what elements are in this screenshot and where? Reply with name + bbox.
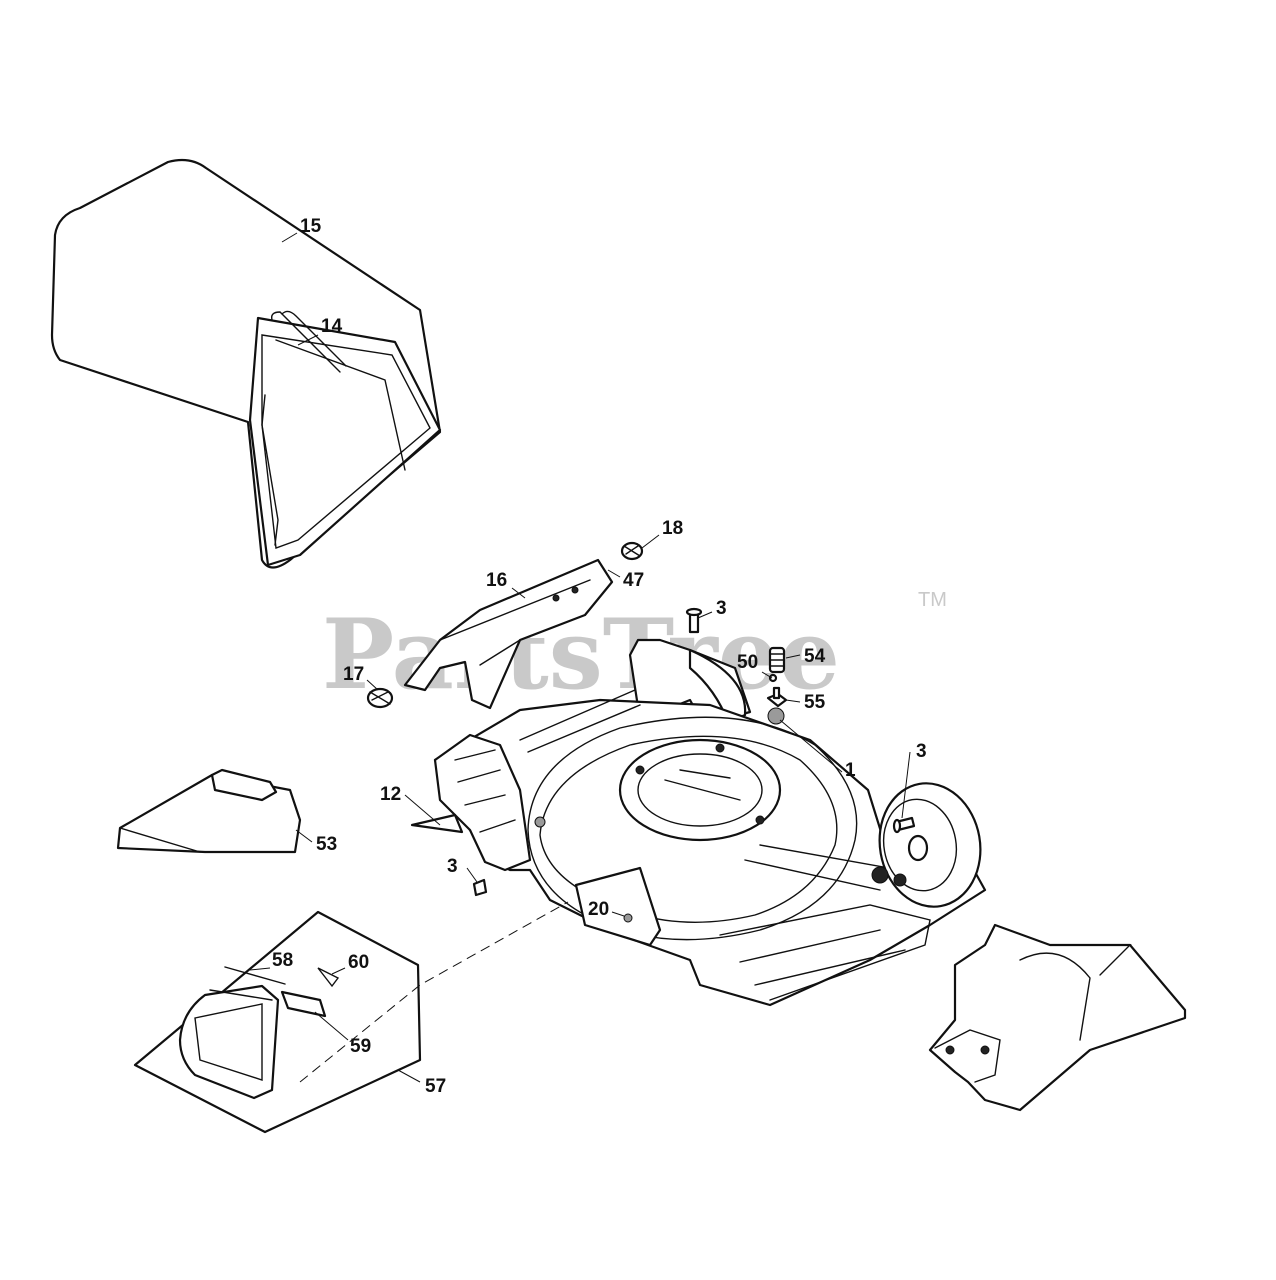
mulch-plug-53 — [116, 768, 302, 854]
spring-18 — [620, 541, 644, 561]
callout-20: 20 — [588, 899, 609, 920]
callout-12: 12 — [380, 784, 401, 805]
leader-lines — [249, 232, 911, 1083]
callout-1: 1 — [845, 760, 856, 781]
callout-16: 16 — [486, 570, 507, 591]
callout-58: 58 — [272, 950, 293, 971]
callout-47: 47 — [623, 570, 644, 591]
height-lever-12 — [410, 813, 464, 834]
label-20 — [623, 913, 633, 923]
callout-3-left: 3 — [447, 856, 458, 877]
side-discharge-chute — [928, 923, 1187, 1112]
callout-60: 60 — [348, 952, 369, 973]
mower-deck-1 — [433, 638, 987, 1007]
callout-57: 57 — [425, 1076, 446, 1097]
callout-18: 18 — [662, 518, 683, 539]
callout-17: 17 — [343, 664, 364, 685]
callout-3-top: 3 — [716, 598, 727, 619]
callout-59: 59 — [350, 1036, 371, 1057]
grass-bag-15 — [50, 158, 442, 569]
washer-50 — [768, 673, 778, 683]
callout-15: 15 — [300, 216, 322, 237]
rear-flap-16 — [403, 558, 614, 710]
bolt-3-right — [892, 816, 916, 834]
callout-55: 55 — [804, 692, 826, 713]
callout-53: 53 — [316, 834, 337, 855]
callout-3-right: 3 — [916, 741, 927, 762]
kit-box-57 — [133, 901, 569, 1134]
callout-14: 14 — [321, 316, 343, 337]
callout-50: 50 — [737, 652, 758, 673]
callout-54: 54 — [804, 646, 826, 667]
callout-labels: 15 14 16 18 47 17 3 50 54 55 1 3 12 3 53… — [272, 216, 927, 1097]
spring-17 — [366, 687, 394, 709]
bolt-3-left — [472, 878, 488, 897]
spring-54 — [768, 646, 786, 674]
wheel — [871, 782, 982, 908]
bolt-3-top — [685, 607, 703, 634]
watermark-trademark: TM — [918, 589, 947, 611]
